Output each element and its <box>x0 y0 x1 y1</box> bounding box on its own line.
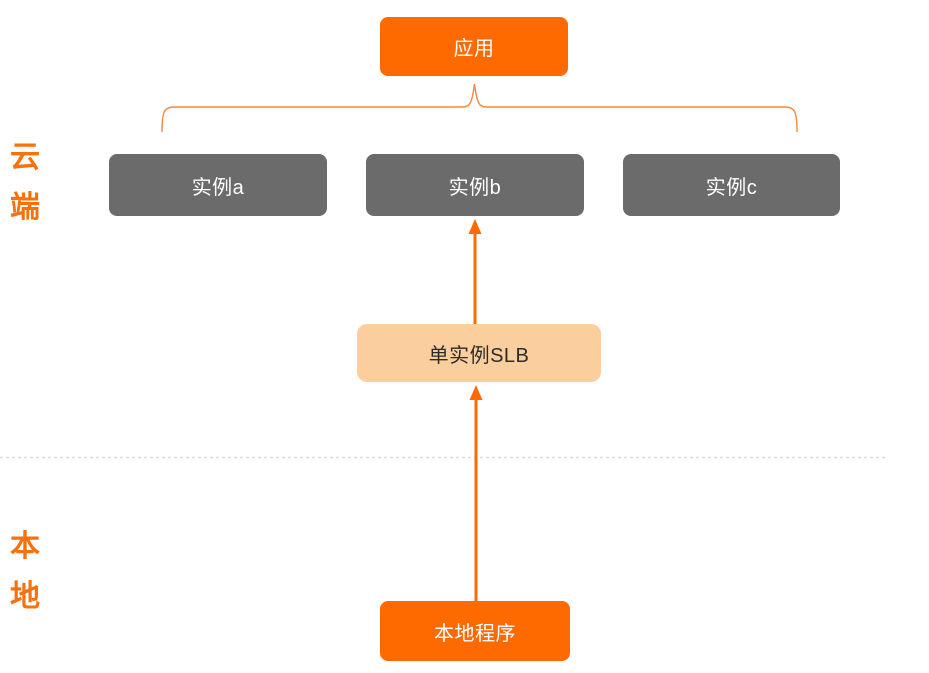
instance-a-node: 实例a <box>109 154 327 216</box>
arrow-local-to-slb <box>469 385 483 601</box>
instance-b-node: 实例b <box>366 154 584 216</box>
brace-connector <box>161 83 798 133</box>
app-node: 应用 <box>380 17 568 76</box>
slb-node: 单实例SLB <box>357 324 601 382</box>
instance-c-node: 实例c <box>623 154 840 216</box>
cloud-zone-label: 云端 <box>10 141 40 224</box>
arrow-slb-to-instance-b <box>468 219 482 324</box>
local-program-node: 本地程序 <box>380 601 570 661</box>
local-zone-label: 本地 <box>10 530 40 613</box>
